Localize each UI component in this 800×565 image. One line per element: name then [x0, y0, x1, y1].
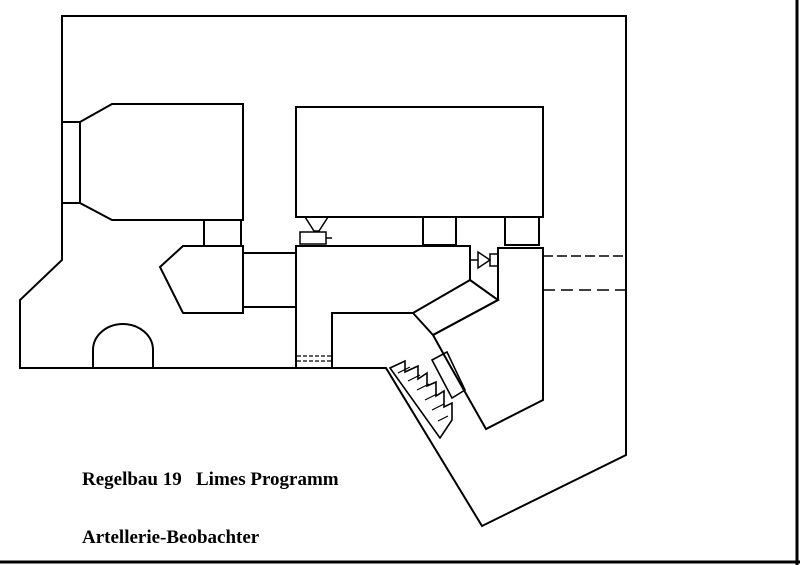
connector-mid — [422, 216, 457, 246]
passage — [242, 252, 297, 308]
connector-left — [203, 219, 242, 247]
caption-title: Regelbau 19 Limes Programm — [82, 469, 339, 490]
periscope-mount — [430, 350, 467, 400]
left-room — [62, 103, 244, 221]
connector-right — [504, 216, 540, 246]
arched-room — [92, 323, 154, 368]
outer-wall — [19, 15, 627, 528]
stepped-embrasure — [388, 359, 453, 440]
central-block — [295, 245, 471, 369]
right-room — [295, 106, 544, 218]
tower-aperture — [477, 250, 492, 270]
diagonal-corridor — [432, 279, 500, 336]
embrasure-top — [303, 216, 330, 232]
tower-aperture-block — [489, 253, 499, 267]
observation-tower — [431, 247, 544, 431]
caption-subtitle: Artellerie-Beobachter — [82, 527, 260, 548]
pentagon-chamber — [158, 245, 244, 314]
diagonal-corridor-inner — [412, 312, 434, 336]
stepped-embrasure-inner — [397, 366, 449, 422]
embrasure-top-base — [299, 231, 327, 245]
